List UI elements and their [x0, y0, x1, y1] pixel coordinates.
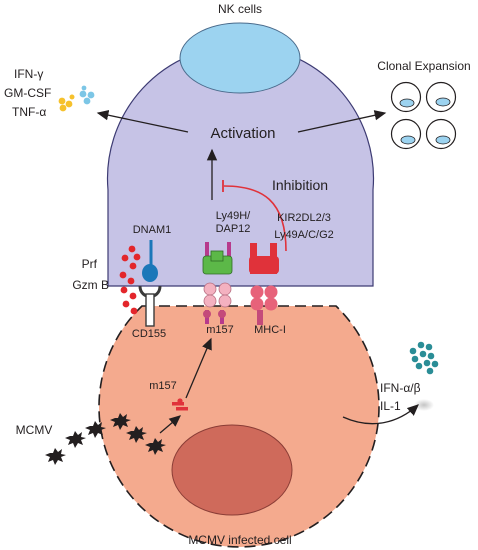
cytokine-gm-csf: GM-CSF — [4, 86, 51, 100]
cytokine-dots-yellow — [58, 94, 75, 112]
infected-cell-title: MCMV infected cell — [188, 533, 291, 547]
gzm-b-label: Gzm B — [72, 278, 109, 292]
dap12-left — [205, 242, 209, 258]
arrow-secretion — [342, 404, 419, 425]
cd155-label: CD155 — [132, 328, 166, 340]
ifn-alpha-beta-label: IFN-α/β — [380, 381, 421, 395]
nk-nucleus — [179, 22, 301, 94]
m157-surface-label: m157 — [206, 324, 234, 336]
mcmv-virions — [45, 413, 166, 465]
mcmv-label: MCMV — [16, 423, 53, 437]
clonal-expansion-label: Clonal Expansion — [377, 59, 470, 73]
kir-label-2: Ly49A/C/G2 — [274, 229, 334, 241]
ly49h-label-2: DAP12 — [216, 223, 251, 235]
cd155-stem — [145, 293, 155, 327]
activation-label: Activation — [210, 125, 275, 142]
secretion-shadow — [414, 399, 434, 411]
il-1-label: IL-1 — [380, 399, 401, 413]
arrow-m157-to-surface — [185, 337, 212, 399]
nk-cells-title: NK cells — [218, 2, 262, 16]
clonal-nuclei — [399, 97, 451, 145]
inhibition-label: Inhibition — [272, 177, 328, 193]
dnam1-head — [142, 264, 158, 282]
inhibition-curve — [223, 185, 287, 252]
inhibitory-receptor — [249, 243, 279, 325]
ly49h-label-1: Ly49H/ — [216, 210, 251, 222]
prf-label: Prf — [82, 257, 98, 271]
mhc-i-label: MHC-I — [254, 324, 286, 336]
cytokine-tnf-alpha: TNF-α — [12, 105, 46, 119]
cytokine-dots-blue — [79, 85, 95, 105]
granule-dots — [119, 245, 141, 315]
infected-nucleus — [171, 424, 293, 516]
dap12-right — [227, 242, 231, 258]
arrow-virus-entry — [159, 415, 181, 434]
m157-internal — [172, 398, 188, 411]
teal-cytokine-dots — [409, 341, 439, 375]
dnam1-label: DNAM1 — [133, 224, 172, 236]
m157-internal-label: m157 — [149, 380, 177, 392]
ly49h-receptor — [202, 250, 233, 308]
m157-ligand — [203, 310, 226, 324]
arrow-to-clonal-expansion — [297, 110, 387, 133]
arrow-to-cytokines — [96, 110, 189, 133]
kir-label-1: KIR2DL2/3 — [277, 212, 331, 224]
cytokine-ifn-gamma: IFN-γ — [14, 67, 43, 81]
